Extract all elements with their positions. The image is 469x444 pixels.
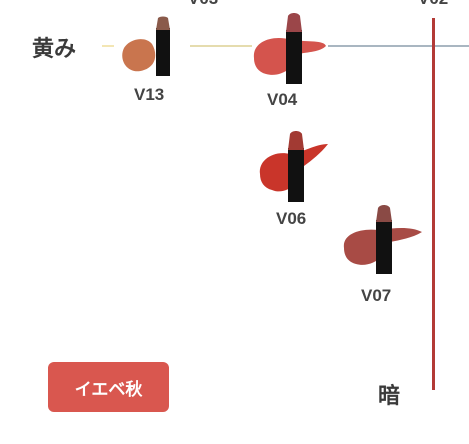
lipstick-v13-icon xyxy=(122,16,170,76)
axis-line-right xyxy=(328,45,469,47)
lipstick-v06-icon xyxy=(259,131,328,202)
top-cut-label-v03: V03 xyxy=(188,0,218,9)
product-code-v04: V04 xyxy=(267,90,298,109)
lipstick-v07-icon xyxy=(343,205,422,274)
axis-line-mid xyxy=(190,45,252,47)
season-badge: イエベ秋 xyxy=(48,362,169,412)
axis-label-dark: 暗 xyxy=(378,384,401,409)
top-cut-label-v02: V02 xyxy=(418,0,448,9)
product-code-v06: V06 xyxy=(276,209,307,228)
axis-line-left xyxy=(102,45,114,47)
product-code-v13: V13 xyxy=(134,85,165,104)
axis-label-yellowish: 黄み xyxy=(32,37,77,62)
product-code-v07: V07 xyxy=(361,286,392,305)
axis-line-vertical xyxy=(432,18,435,390)
lipstick-v04-icon xyxy=(253,13,326,84)
